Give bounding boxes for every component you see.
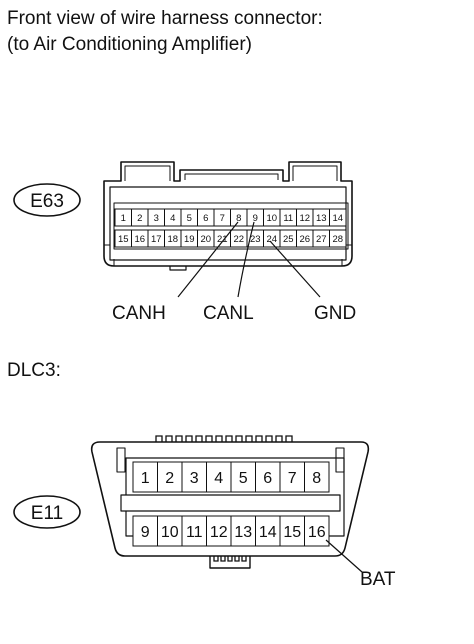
pin-cell bbox=[206, 461, 232, 493]
bat-label: BAT bbox=[360, 569, 396, 590]
pin-number: 24 bbox=[266, 234, 277, 245]
pin-number: 3 bbox=[190, 470, 199, 487]
pin-number: 15 bbox=[283, 524, 301, 541]
pin-number: 8 bbox=[312, 470, 321, 487]
pin-number: 26 bbox=[299, 234, 310, 245]
pin-cell bbox=[206, 515, 232, 547]
pin-number: 16 bbox=[134, 234, 145, 245]
e11-connector bbox=[90, 441, 370, 569]
pin-number: 7 bbox=[288, 470, 297, 487]
e11-label-badge bbox=[13, 495, 81, 529]
latch-tooth bbox=[255, 435, 263, 442]
pin-number: 28 bbox=[332, 234, 343, 245]
pin-number: 8 bbox=[236, 213, 241, 224]
latch-tooth bbox=[175, 435, 183, 442]
pin-number: 9 bbox=[253, 213, 258, 224]
canh-leader-line bbox=[177, 221, 239, 298]
pin-number: 6 bbox=[263, 470, 272, 487]
latch-tooth bbox=[195, 435, 203, 442]
pin-number: 3 bbox=[154, 213, 159, 224]
latch-tooth bbox=[235, 435, 243, 442]
pin-number: 20 bbox=[200, 234, 211, 245]
pin-number: 10 bbox=[266, 213, 277, 224]
pin-number: 18 bbox=[167, 234, 178, 245]
pin-cell bbox=[329, 229, 347, 248]
latch-tooth bbox=[285, 435, 293, 442]
latch-tooth bbox=[234, 556, 240, 562]
latch-tooth bbox=[225, 435, 233, 442]
pin-cell bbox=[132, 515, 158, 547]
pin-number: 7 bbox=[220, 213, 225, 224]
gnd-label: GND bbox=[314, 303, 356, 324]
pin-number: 11 bbox=[186, 524, 203, 541]
canh-label: CANH bbox=[112, 303, 166, 324]
pin-number: 22 bbox=[233, 234, 244, 245]
pin-number: 25 bbox=[283, 234, 294, 245]
pin-number: 1 bbox=[121, 213, 126, 224]
pin-number: 14 bbox=[259, 524, 277, 541]
pin-cell bbox=[132, 461, 158, 493]
header-line-1: Front view of wire harness connector: bbox=[7, 8, 323, 29]
e63-connector bbox=[103, 161, 353, 271]
e11-label: E11 bbox=[31, 503, 63, 524]
pin-number: 12 bbox=[299, 213, 310, 224]
latch-tooth bbox=[213, 556, 219, 562]
pin-number: 11 bbox=[283, 213, 293, 224]
pin-number: 17 bbox=[151, 234, 162, 245]
pin-number: 9 bbox=[141, 524, 150, 541]
pin-cell bbox=[304, 515, 330, 547]
latch-tooth bbox=[155, 435, 163, 442]
e11-latch-teeth bbox=[155, 435, 293, 562]
latch-tooth bbox=[265, 435, 273, 442]
pin-number: 27 bbox=[316, 234, 327, 245]
dlc3-title: DLC3: bbox=[7, 360, 61, 381]
e63-label-badge bbox=[13, 183, 81, 217]
latch-tooth bbox=[185, 435, 193, 442]
e63-label: E63 bbox=[30, 191, 64, 212]
gnd-leader-line bbox=[269, 240, 321, 298]
pin-number: 15 bbox=[118, 234, 129, 245]
pin-cell bbox=[329, 208, 347, 227]
pin-number: 1 bbox=[141, 470, 150, 487]
pin-number: 2 bbox=[165, 470, 174, 487]
pin-number: 19 bbox=[184, 234, 195, 245]
pin-cell bbox=[304, 461, 330, 493]
pin-number: 12 bbox=[210, 524, 228, 541]
pin-number: 5 bbox=[239, 470, 248, 487]
pin-number: 16 bbox=[308, 524, 326, 541]
latch-tooth bbox=[275, 435, 283, 442]
header-line-2: (to Air Conditioning Amplifier) bbox=[7, 34, 252, 55]
pin-number: 13 bbox=[234, 524, 252, 541]
pin-number: 6 bbox=[203, 213, 208, 224]
pin-number: 21 bbox=[217, 234, 228, 245]
pin-number: 4 bbox=[170, 213, 175, 224]
latch-tooth bbox=[165, 435, 173, 442]
bat-leader-line bbox=[325, 539, 363, 573]
latch-tooth bbox=[245, 435, 253, 442]
canl-leader-line bbox=[237, 221, 255, 298]
canl-label: CANL bbox=[203, 303, 254, 324]
pin-cell bbox=[157, 515, 183, 547]
pin-cell bbox=[279, 461, 305, 493]
pin-number: 23 bbox=[250, 234, 261, 245]
pin-number: 13 bbox=[316, 213, 327, 224]
pin-number: 10 bbox=[161, 524, 179, 541]
latch-tooth bbox=[227, 556, 233, 562]
latch-tooth bbox=[220, 556, 226, 562]
pin-cell bbox=[279, 515, 305, 547]
latch-tooth bbox=[205, 435, 213, 442]
pin-number: 14 bbox=[332, 213, 343, 224]
pin-number: 2 bbox=[137, 213, 142, 224]
pin-number: 5 bbox=[187, 213, 192, 224]
latch-tooth bbox=[215, 435, 223, 442]
pin-number: 4 bbox=[214, 470, 223, 487]
latch-tooth bbox=[241, 556, 247, 562]
